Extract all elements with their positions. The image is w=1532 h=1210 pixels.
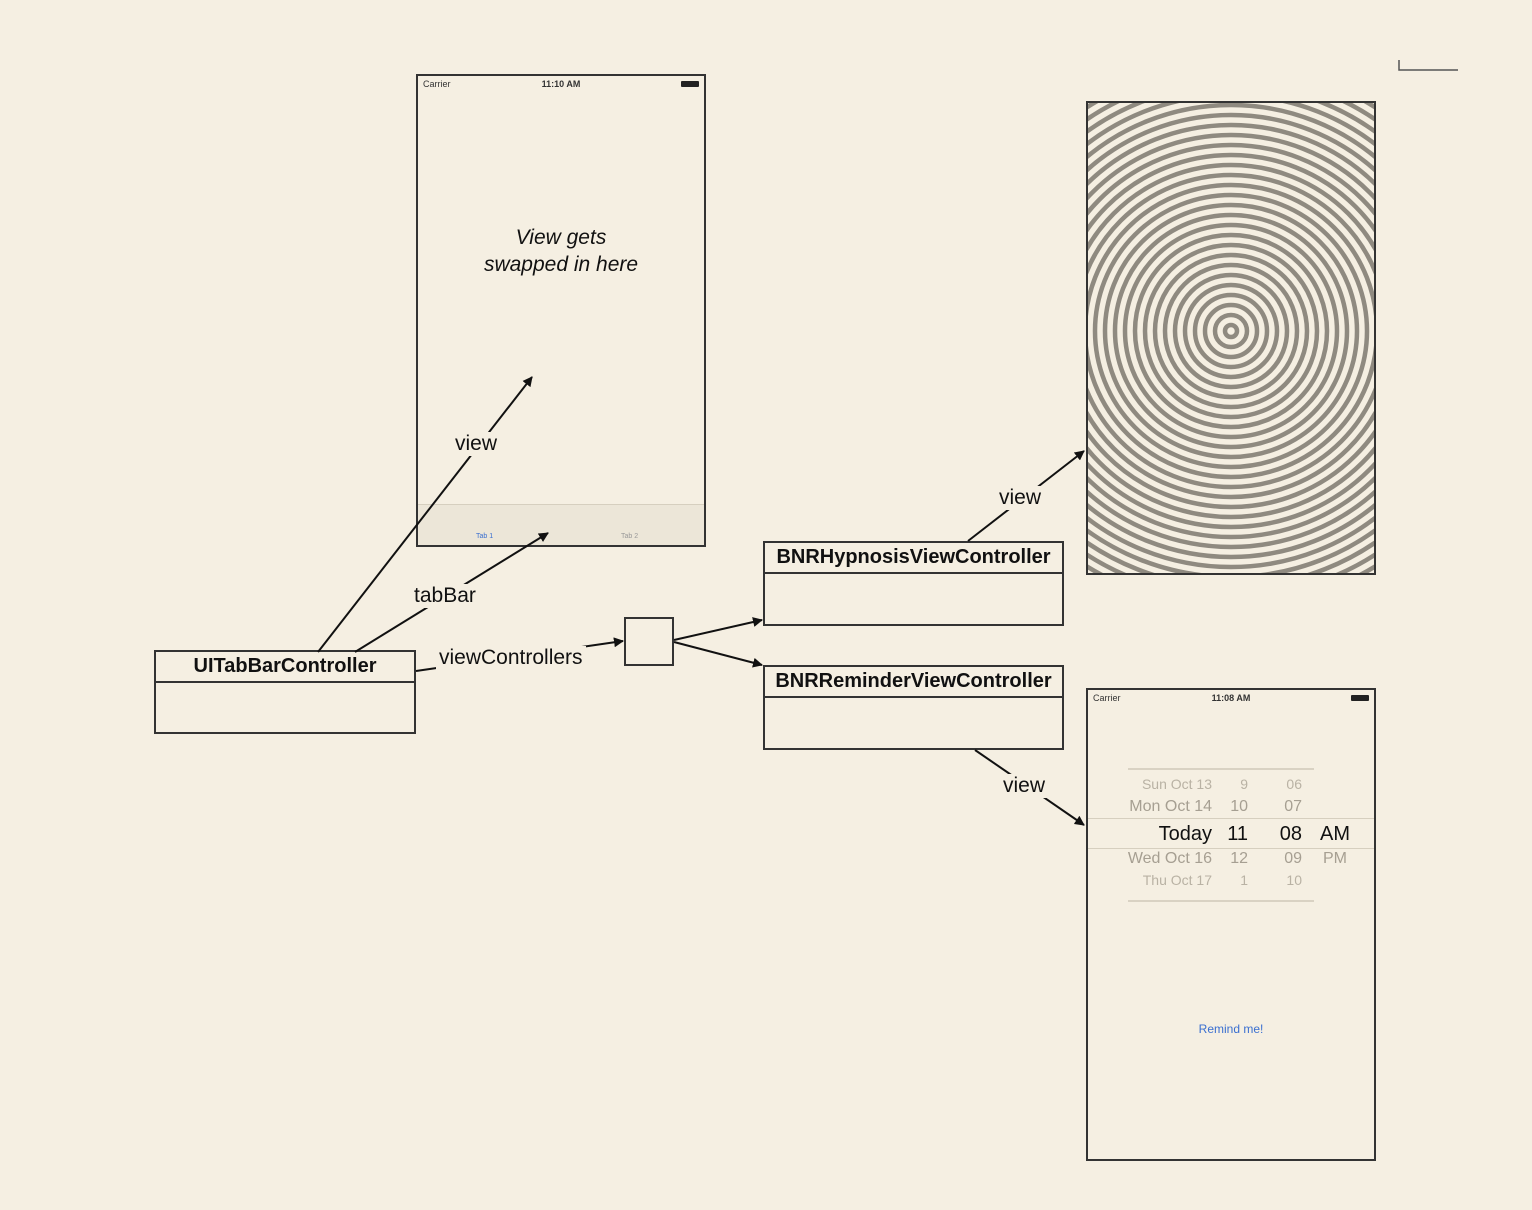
hypnosis-circle: [1142, 242, 1320, 420]
picker-hour: 1: [1240, 872, 1248, 888]
hypnosis-circle: [1152, 252, 1310, 410]
hypnosis-circle: [1222, 322, 1240, 340]
hypnosis-circle: [1088, 152, 1374, 510]
status-bar: Carrier 11:10 AM: [418, 76, 704, 94]
picker-day: Wed Oct 16: [1127, 850, 1212, 867]
picker-hour: 11: [1227, 823, 1248, 845]
hypnosis-circle: [1088, 112, 1374, 550]
hypnosis-circle: [1088, 103, 1374, 560]
arrow-to-hypnosis: [673, 617, 763, 641]
picker-row[interactable]: Sun Oct 13 9 06: [1088, 776, 1374, 798]
uitabbarcontroller-box: UITabBarController: [154, 650, 416, 734]
hypnosis-circle: [1162, 262, 1300, 400]
picker-minute: 06: [1286, 776, 1302, 792]
picker-hour: 9: [1240, 776, 1248, 792]
hypnosis-circle: [1088, 172, 1374, 490]
hypnosis-circle: [1212, 312, 1250, 350]
hypnosis-circle: [1122, 222, 1340, 440]
hypnosis-circle: [1088, 103, 1374, 570]
carrier-label: Carrier: [1093, 693, 1121, 703]
caption-line-2: swapped in here: [483, 253, 639, 276]
battery-icon: [681, 81, 699, 87]
picker-ampm: PM: [1323, 850, 1347, 867]
picker-hour: 12: [1230, 850, 1248, 867]
hypnosis-circle: [1172, 272, 1290, 390]
picker-minute: 09: [1284, 850, 1302, 867]
carrier-label: Carrier: [423, 79, 451, 89]
hypnosis-circle: [1182, 282, 1280, 380]
picker-minute: 10: [1286, 872, 1302, 888]
corner-mark: [1398, 60, 1458, 71]
picker-row[interactable]: Thu Oct 17 1 10: [1088, 872, 1374, 894]
picker-faded-top: [1128, 768, 1314, 770]
hypnosis-controller-box: BNRHypnosisViewController: [763, 541, 1064, 626]
picker-day: Sun Oct 13: [1141, 776, 1212, 792]
class-name: UITabBarController: [156, 652, 414, 683]
picker-row[interactable]: Mon Oct 14 10 07: [1088, 798, 1374, 820]
status-time: 11:08 AM: [1211, 693, 1251, 703]
class-name: BNRHypnosisViewController: [765, 543, 1062, 574]
picker-faded-bottom: [1128, 900, 1314, 902]
label-view-reminder: view: [1000, 774, 1049, 798]
hypnosis-circle: [1088, 162, 1374, 500]
hypnosis-circle: [1192, 292, 1270, 370]
hypnosis-circle: [1088, 182, 1374, 480]
hypnosis-circle: [1088, 132, 1374, 530]
picker-day: Today: [1158, 823, 1212, 845]
class-name: BNRReminderViewController: [765, 667, 1062, 698]
tab-1[interactable]: Tab 1: [476, 533, 494, 540]
tab-bar: Tab 1 Tab 2: [418, 504, 704, 545]
arrow-to-reminder: [673, 641, 763, 668]
picker-day: Thu Oct 17: [1142, 872, 1212, 888]
array-box: [624, 617, 674, 666]
picker-minute: 07: [1284, 798, 1302, 815]
hypnosis-circle: [1088, 122, 1374, 540]
picker-selection-top: [1088, 818, 1374, 819]
label-view-tabbar: view: [452, 432, 501, 456]
picker-day: Mon Oct 14: [1129, 798, 1212, 815]
tabbar-screen: Carrier 11:10 AM View gets swapped in he…: [416, 74, 706, 547]
picker-selection-bottom: [1088, 848, 1374, 849]
status-time: 11:10 AM: [541, 79, 581, 89]
hypnosis-circle: [1092, 192, 1370, 470]
arrow-view-tabbar: [317, 376, 533, 653]
picker-minute: 08: [1279, 823, 1302, 845]
status-bar: Carrier 11:08 AM: [1088, 690, 1374, 708]
label-tabbar: tabBar: [411, 584, 479, 608]
reminder-controller-box: BNRReminderViewController: [763, 665, 1064, 750]
label-view-hypnosis: view: [996, 486, 1045, 510]
hypnosis-circle: [1088, 142, 1374, 520]
hypnosis-circle: [1102, 202, 1360, 460]
picker-hour: 10: [1230, 798, 1248, 815]
picker-row[interactable]: Today 11 08 AM: [1088, 823, 1374, 845]
concentric-circles: [1088, 103, 1374, 573]
hypnosis-screen: [1086, 101, 1376, 575]
hypnosis-circle: [1112, 212, 1350, 450]
battery-icon: [1351, 695, 1369, 701]
picker-row[interactable]: Wed Oct 16 12 09 PM: [1088, 850, 1374, 872]
view-caption: View gets swapped in here: [418, 224, 704, 278]
picker-ampm: AM: [1320, 823, 1350, 845]
hypnosis-circle: [1202, 302, 1260, 360]
hypnosis-circle: [1132, 232, 1330, 430]
caption-line-1: View gets: [515, 226, 607, 249]
remind-me-button[interactable]: Remind me!: [1198, 1022, 1264, 1036]
label-viewcontrollers: viewControllers: [436, 646, 586, 670]
tab-2[interactable]: Tab 2: [621, 533, 639, 540]
